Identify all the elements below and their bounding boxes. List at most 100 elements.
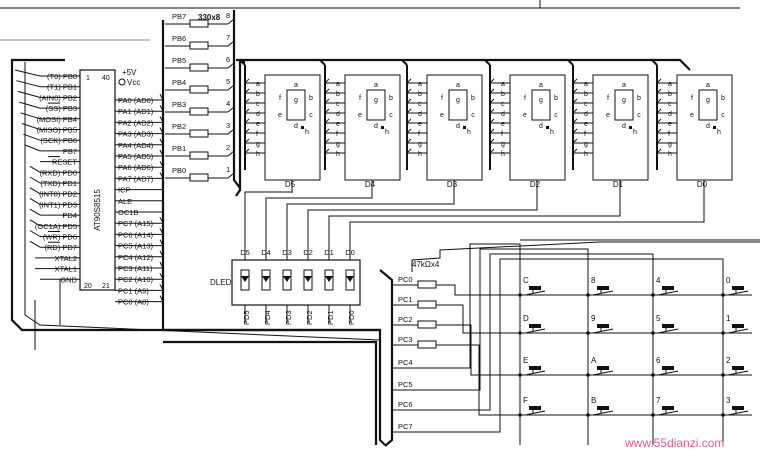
segment-letter: e — [523, 112, 527, 119]
dled-top-pin: D5 — [240, 248, 250, 257]
mcu-left-pin: XTAL1 — [55, 265, 77, 274]
mcu-right-pin: PC0 (A8) — [118, 298, 149, 307]
switch-contact — [592, 290, 614, 296]
segment-letter: g — [706, 97, 710, 104]
switch-contact — [592, 370, 614, 376]
segment-pin-label: e — [336, 121, 340, 128]
switch-actuator — [662, 286, 674, 290]
segment-pin-label: h — [668, 151, 672, 158]
bus-entry — [159, 216, 164, 224]
bus-entry — [324, 128, 330, 134]
segment-letter: f — [691, 95, 693, 102]
bus-entry — [324, 138, 330, 144]
bus-entry — [20, 112, 41, 120]
key-label: 0 — [726, 276, 731, 285]
switch-actuator — [662, 324, 674, 328]
left-bus-inner — [24, 62, 381, 341]
segment-letter: a — [374, 82, 378, 89]
dled-bottom-pin: PD0 — [347, 310, 356, 325]
switch-contact — [727, 370, 749, 376]
bus-entry — [244, 148, 250, 154]
mcu-right-pin: PA0 (AD0) — [118, 96, 154, 105]
seg-bus-v — [235, 58, 242, 197]
bus-entry — [572, 108, 578, 114]
segment-pin-label: g — [584, 141, 588, 148]
segment-pin-label: c — [668, 101, 672, 108]
switch-contact — [657, 328, 679, 334]
segment-letter: h — [550, 129, 554, 136]
bus-entry — [656, 128, 662, 134]
seven-seg-digit — [344, 74, 401, 181]
bus-entry — [489, 128, 495, 134]
pullup-resistor — [417, 340, 437, 349]
mcu-right-pin: PA1 (AD1) — [118, 107, 154, 116]
bus-entry — [244, 78, 250, 84]
segment-dp — [546, 126, 549, 129]
mcu-right-pin: PC1 (A9) — [118, 286, 149, 295]
digit-to-dled — [328, 193, 621, 260]
segment-letter: h — [305, 129, 309, 136]
digit-to-dled — [307, 193, 538, 260]
segment-pin-label: f — [418, 131, 420, 138]
segment-letter: c — [554, 112, 558, 119]
dled-driver — [231, 259, 361, 306]
segment-letter: d — [456, 123, 460, 130]
segment-letter: c — [721, 112, 725, 119]
digit-label: D2 — [530, 180, 541, 189]
segment-letter: e — [606, 112, 610, 119]
resistor-pin-number: 3 — [226, 121, 230, 130]
mcu-left-pin: (WR) PD6 — [43, 233, 77, 242]
bus-entry — [572, 78, 578, 84]
pullup-resistor — [417, 320, 437, 329]
junction — [721, 413, 725, 417]
mcu-left-pin: (INT0) PD2 — [39, 190, 77, 199]
segment-outline — [614, 89, 634, 121]
key-col-line — [420, 248, 589, 445]
junction — [651, 373, 655, 377]
switch-actuator — [662, 366, 674, 370]
bus-entry — [159, 116, 164, 123]
mcu-left-pin: (OC1A) PD5 — [35, 222, 77, 231]
segment-pin-label: a — [418, 81, 422, 88]
mcu-right-pin: OC1B — [118, 208, 138, 217]
digit-bus-entry — [239, 59, 246, 66]
segment-letter: d — [622, 123, 626, 130]
segment-pin-label: e — [668, 121, 672, 128]
switch-contact — [657, 370, 679, 376]
resistor — [189, 85, 209, 94]
driver-arrow — [304, 276, 312, 282]
junction — [651, 293, 655, 297]
segment-pin-label: c — [501, 101, 505, 108]
mcu-right-pin: PC7 (A15) — [118, 219, 154, 228]
segment-dp — [301, 126, 304, 129]
segment-pin-label: c — [418, 101, 422, 108]
bus-entry — [29, 219, 41, 227]
mcu-right-pin: PC2 (A10) — [118, 275, 154, 284]
mcu-left-pin: XTAL2 — [55, 254, 77, 263]
bus-entry — [159, 172, 164, 179]
pb-port-label: PB1 — [172, 144, 186, 153]
bus-entry — [406, 128, 412, 134]
junction — [586, 413, 590, 417]
segment-pin-label: a — [501, 81, 505, 88]
switch-contact — [657, 290, 679, 296]
pb-port-label: PB6 — [172, 34, 186, 43]
switch-contact — [727, 328, 749, 334]
digit-bus-entry — [319, 59, 326, 66]
resistor — [189, 41, 209, 50]
segment-pin-label: e — [256, 121, 260, 128]
bus-entry — [572, 128, 578, 134]
segment-letter: b — [554, 95, 558, 102]
bus-entry — [14, 69, 41, 77]
resistor — [189, 129, 209, 138]
seven-seg-digit — [592, 74, 649, 181]
key-row-line — [450, 344, 752, 416]
digit-to-dled — [244, 191, 293, 260]
resistor-pin-number: 6 — [226, 55, 230, 64]
digit-bus-entry — [401, 59, 408, 66]
key-col-line — [420, 243, 521, 445]
seg-bus-top — [240, 58, 691, 71]
segment-letter: f — [607, 95, 609, 102]
resistor-pin-number: 2 — [226, 143, 230, 152]
switch-actuator — [529, 366, 541, 370]
